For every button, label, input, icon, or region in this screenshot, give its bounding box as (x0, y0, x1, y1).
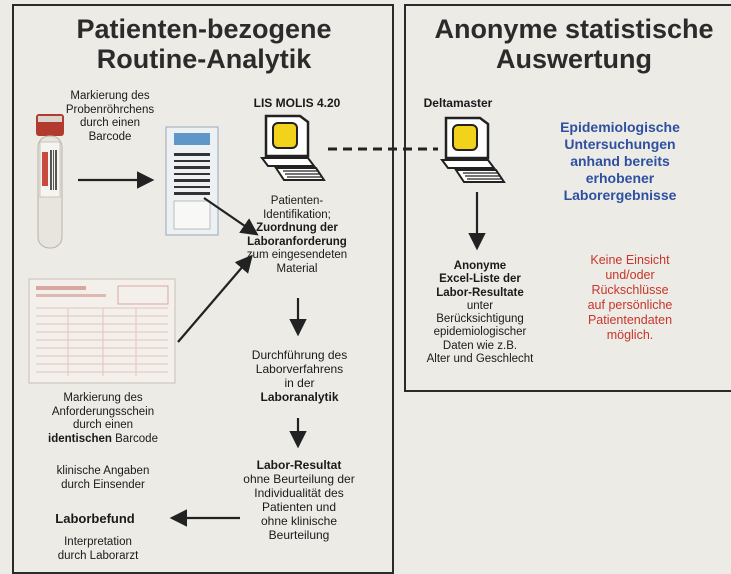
arrow-form-to-lis (177, 254, 253, 343)
lab-procedure: Durchführung des Laborverfahrens in der … (232, 348, 367, 404)
lab-result-line-1: ohne Beurteilung der (243, 472, 355, 486)
clinical-info-line-2: durch Einsender (61, 478, 145, 491)
excel-list: Anonyme Excel-Liste der Labor-Resultate … (405, 260, 555, 366)
left-title-line-1: Patienten-bezogene (76, 14, 332, 44)
epidemiology-line-4: erhobener (585, 170, 655, 186)
right-title: Anonyme statistische Auswertung (404, 14, 731, 74)
barcode-caption-line-1: Markierung des (70, 90, 150, 102)
excel-line-4: Daten wie z.B. (442, 339, 518, 352)
epidemiology-line-2: Untersuchungen (564, 136, 676, 152)
interpretation-line-2: durch Laborarzt (57, 549, 139, 562)
lab-procedure-line-3: in der (284, 376, 315, 390)
privacy-line-1: Keine Einsicht (590, 253, 670, 267)
lab-procedure-line-2: Laborverfahrens (255, 362, 344, 376)
privacy-line-4: auf persönliche (587, 298, 673, 312)
deltamaster-label: Deltamaster (423, 96, 493, 110)
left-title: Patienten-bezogene Routine-Analytik (14, 14, 394, 74)
form-caption-tail: Barcode (111, 432, 158, 445)
epidemiology-line-3: anhand bereits (570, 153, 670, 169)
computer-icon (260, 114, 326, 181)
computer-icon (440, 116, 506, 183)
epidemiology-text: Epidemiologische Untersuchungen anhand b… (530, 119, 710, 204)
patient-identification-line-2: Identifikation; (263, 208, 331, 221)
privacy-line-2: und/oder (605, 268, 655, 282)
lab-result-line-3: Patienten und (261, 500, 337, 514)
excel-line-5: Alter und Geschlecht (426, 353, 534, 366)
privacy-line-3: Rückschlüsse (591, 283, 669, 297)
barcode-caption-line-2: Probenröhrchens (65, 103, 155, 116)
form-caption-line-3: durch einen (72, 419, 134, 431)
barcode-caption-line-4: Barcode (88, 130, 132, 143)
request-form-icon (28, 278, 176, 384)
privacy-notice: Keine Einsicht und/oder Rückschlüsse auf… (560, 253, 700, 343)
form-caption-line-2: Anforderungsschein (51, 405, 155, 418)
assignment-line-1: Zuordnung der (256, 222, 338, 234)
excel-line-2: Berücksichtigung (436, 313, 524, 326)
assignment-line-3: zum eingesendeten (246, 249, 348, 261)
right-title-line-2: Auswertung (495, 44, 652, 74)
clinical-info: klinische Angaben durch Einsender (28, 465, 178, 492)
barcode-caption: Markierung des Probenröhrchens durch ein… (40, 90, 180, 144)
patient-identification: Patienten- Identifikation; Zuordnung der… (232, 195, 362, 276)
lab-procedure-bold: Laboranalytik (260, 390, 339, 404)
privacy-line-6: möglich. (606, 328, 654, 342)
interpretation-line-1: Interpretation (64, 536, 132, 548)
epidemiology-line-1: Epidemiologische (560, 119, 680, 135)
form-caption-line-1: Markierung des (63, 392, 143, 404)
clinical-info-line-1: klinische Angaben (56, 465, 150, 477)
lab-result-line-4: ohne klinische (260, 514, 338, 528)
form-caption-line-4: identischen Barcode (18, 433, 188, 447)
test-tube-icon (36, 114, 64, 249)
lab-result-line-5: Beurteilung (268, 528, 330, 542)
form-caption-bold: identischen (48, 432, 112, 445)
lab-result-title: Labor-Resultat (256, 458, 342, 472)
excel-line-1: unter (466, 299, 494, 312)
assignment-line-4: Material (276, 262, 318, 275)
right-panel-statistical-evaluation (404, 4, 731, 392)
right-title-line-1: Anonyme statistische (434, 14, 714, 44)
excel-bold-line-3: Labor-Resultate (436, 286, 524, 299)
form-caption: Markierung des Anforderungsschein durch … (18, 392, 188, 446)
barcode-tube-label-icon (165, 126, 219, 236)
arrow-label-to-lis (203, 197, 259, 236)
epidemiology-line-5: Laborergebnisse (563, 187, 677, 203)
excel-bold-line-2: Excel-Liste der (439, 273, 521, 286)
lis-label: LIS MOLIS 4.20 (253, 96, 341, 110)
barcode-caption-line-3: durch einen (79, 117, 141, 129)
left-title-line-2: Routine-Analytik (96, 44, 312, 74)
lab-report-label: Laborbefund (55, 511, 135, 526)
excel-bold-line-1: Anonyme (453, 260, 507, 272)
assignment-line-2: Laboranforderung (247, 235, 347, 248)
privacy-line-5: Patientendaten (587, 313, 673, 327)
interpretation: Interpretation durch Laborarzt (28, 536, 168, 563)
lab-procedure-line-1: Durchführung des (251, 348, 348, 362)
excel-line-3: epidemiologischer (433, 326, 527, 339)
lab-result: Labor-Resultat ohne Beurteilung der Indi… (228, 458, 370, 542)
lab-result-line-2: Individualität des (254, 486, 344, 500)
patient-identification-line-1: Patienten- (270, 195, 324, 207)
